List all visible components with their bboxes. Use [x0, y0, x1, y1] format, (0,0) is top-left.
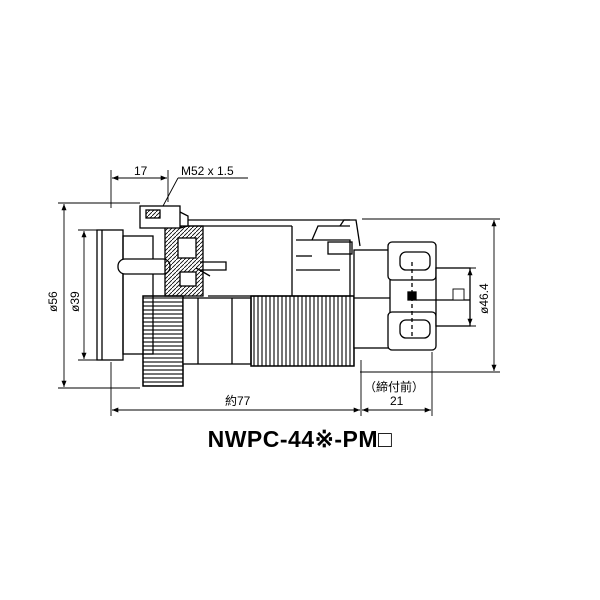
dim-outer-dia: ø56 [46, 291, 60, 312]
dim-thread: M52 x 1.5 [181, 164, 234, 178]
dim-right-dia: ø46.4 [477, 283, 491, 314]
dim-top-offset: 17 [134, 164, 148, 178]
side-box [452, 288, 465, 301]
dim-tightened-length: 21 [390, 394, 404, 408]
connector-body [96, 205, 471, 387]
part-number-title: NWPC-44※-PM□ [207, 426, 393, 452]
dim-inner-dia: ø39 [68, 291, 82, 312]
dim-overall-length: 約77 [225, 393, 251, 408]
dim-tightened-label: （締付前） [364, 379, 424, 394]
dimension-lines [58, 170, 500, 416]
